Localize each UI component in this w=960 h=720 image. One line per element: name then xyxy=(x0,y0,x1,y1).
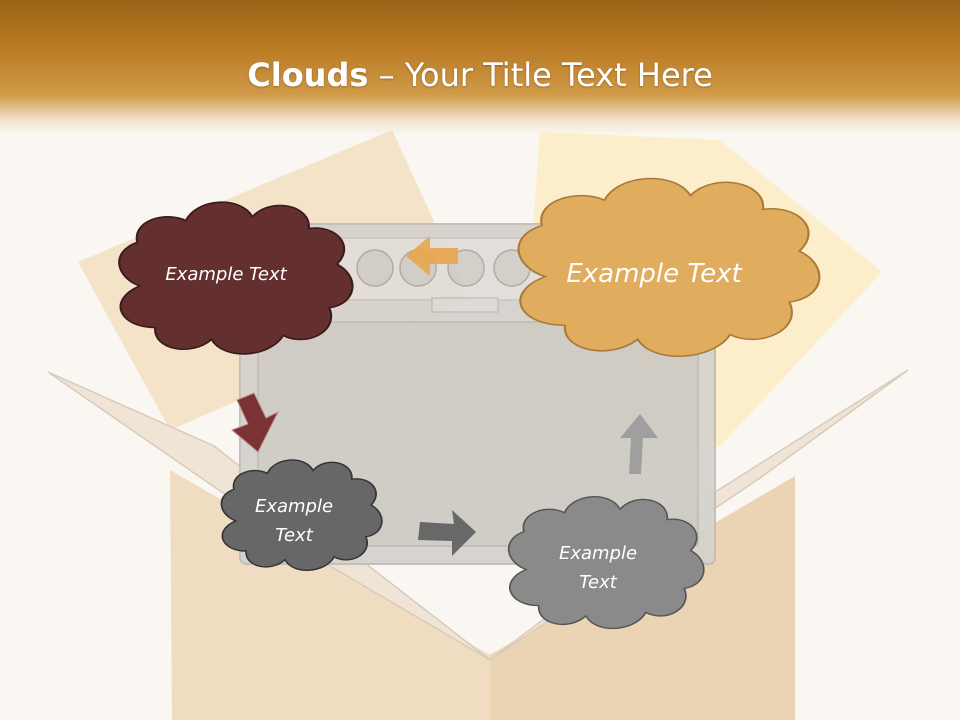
title-separator: – xyxy=(368,56,405,94)
slide-title[interactable]: Clouds – Your Title Text Here xyxy=(0,52,960,98)
arrow-left-icon xyxy=(406,236,458,276)
arrow-right-icon xyxy=(418,510,476,556)
arrow-down-left-icon xyxy=(231,392,280,453)
cloud-label-3: Example Text xyxy=(254,496,334,546)
arrow-up-icon xyxy=(620,414,658,474)
cloud-label-4: Example Text xyxy=(558,543,638,593)
title-bold: Clouds xyxy=(247,56,369,94)
cloud-label-2: Example Text xyxy=(566,259,742,289)
cloud-label-1: Example Text xyxy=(165,264,287,285)
title-bar: Clouds – Your Title Text Here xyxy=(0,0,960,135)
title-rest: Your Title Text Here xyxy=(404,56,713,94)
